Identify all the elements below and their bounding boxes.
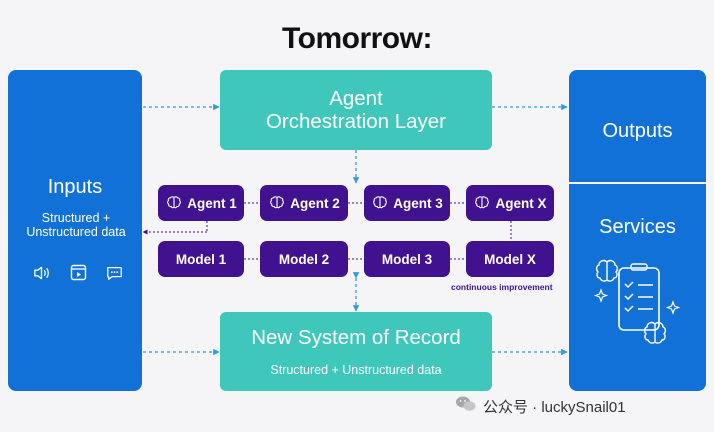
model-2-box: Model 2 <box>260 241 348 277</box>
model-1-label: Model 1 <box>175 251 227 267</box>
speaker-icon <box>33 264 50 281</box>
services-panel: Services <box>569 184 706 391</box>
agent-x-box: Agent X <box>466 185 554 221</box>
inputs-sub: Structured + Unstructured data <box>26 211 126 239</box>
services-label: Services <box>599 216 676 238</box>
brain-icon <box>268 195 285 212</box>
outputs-panel: Outputs <box>569 70 706 182</box>
model-2-label: Model 2 <box>278 251 330 267</box>
model-3-label: Model 3 <box>381 251 433 267</box>
system-of-record-box: New System of Record Structured + Unstru… <box>220 312 492 391</box>
inputs-label: Inputs <box>47 176 103 198</box>
agent-2-label: Agent 2 <box>290 195 340 211</box>
model-x-box: Model X <box>466 241 554 277</box>
continuous-improvement-label: continuous improvement <box>451 282 553 292</box>
inputs-icon-row <box>33 264 123 281</box>
video-player-icon <box>70 264 87 281</box>
model-1-box: Model 1 <box>158 241 244 277</box>
agent-1-box: Agent 1 <box>158 185 244 221</box>
record-sub: Structured + Unstructured data <box>270 363 442 377</box>
page-title: Tomorrow: <box>282 22 432 55</box>
brain-icon <box>371 195 388 212</box>
inputs-panel: Inputs Structured + Unstructured data <box>8 70 142 391</box>
agent-2-box: Agent 2 <box>260 185 348 221</box>
checklist-brain-icon <box>593 254 685 363</box>
brain-icon <box>165 195 182 212</box>
model-x-label: Model X <box>484 251 536 267</box>
agent-x-label: Agent X <box>495 195 547 211</box>
orchestration-line2: Orchestration Layer <box>265 110 447 133</box>
orchestration-line1: Agent <box>329 87 383 110</box>
watermark: 公众号 · luckySnail01 <box>455 395 626 417</box>
wechat-icon <box>455 395 477 417</box>
chat-bubble-icon <box>106 264 123 281</box>
brain-icon <box>473 195 490 212</box>
watermark-text: 公众号 · luckySnail01 <box>483 398 626 416</box>
record-title: New System of Record <box>251 326 461 349</box>
outputs-label: Outputs <box>602 120 673 142</box>
agent-3-label: Agent 3 <box>393 195 443 211</box>
agent-1-label: Agent 1 <box>187 195 237 211</box>
model-3-box: Model 3 <box>364 241 450 277</box>
orchestration-layer-box: Agent Orchestration Layer <box>220 70 492 150</box>
agent-3-box: Agent 3 <box>364 185 450 221</box>
